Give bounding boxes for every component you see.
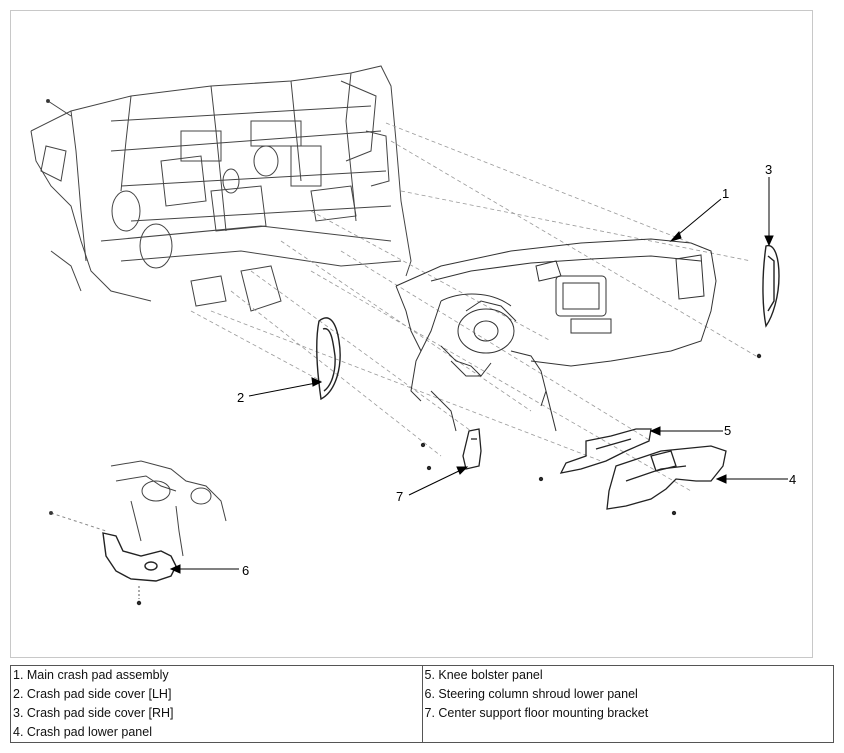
callout-2: 2 bbox=[237, 390, 245, 405]
parts-legend-table: 1. Main crash pad assembly 2. Crash pad … bbox=[10, 665, 834, 743]
legend-item: 6. Steering column shroud lower panel bbox=[424, 687, 638, 701]
callout-4: 4 bbox=[789, 472, 797, 487]
legend-item: 2. Crash pad side cover [LH] bbox=[13, 687, 172, 701]
center-support-bracket bbox=[420, 428, 544, 482]
crash-pad-side-cover-lh bbox=[316, 317, 341, 401]
exploded-diagram-frame: 1 3 2 5 4 6 7 bbox=[10, 10, 813, 658]
legend-item: 3. Crash pad side cover [RH] bbox=[13, 706, 174, 720]
steering-column-inset bbox=[49, 460, 227, 557]
callout-5: 5 bbox=[724, 423, 732, 438]
knee-bolster-panel bbox=[559, 428, 652, 474]
steering-shroud-lower-panel bbox=[102, 532, 177, 606]
leader-arrows bbox=[169, 177, 788, 574]
exploded-diagram bbox=[30, 65, 788, 606]
callout-7: 7 bbox=[396, 489, 404, 504]
legend-item: 5. Knee bolster panel bbox=[424, 668, 543, 682]
crash-pad-side-cover-rh bbox=[756, 244, 780, 359]
alignment-lines bbox=[190, 122, 757, 492]
callout-6: 6 bbox=[242, 563, 250, 578]
main-crash-pad-assembly bbox=[395, 238, 717, 432]
callout-1: 1 bbox=[722, 186, 730, 201]
callout-3: 3 bbox=[765, 162, 773, 177]
legend-item: 4. Crash pad lower panel bbox=[13, 725, 152, 739]
legend-column-right: 5. Knee bolster panel 6. Steering column… bbox=[421, 666, 834, 742]
legend-item: 1. Main crash pad assembly bbox=[13, 668, 169, 682]
legend-item: 7. Center support floor mounting bracket bbox=[424, 706, 649, 720]
legend-column-left: 1. Main crash pad assembly 2. Crash pad … bbox=[11, 666, 422, 742]
crash-pad-lower-panel bbox=[606, 445, 727, 516]
vehicle-body-shell bbox=[30, 65, 412, 312]
